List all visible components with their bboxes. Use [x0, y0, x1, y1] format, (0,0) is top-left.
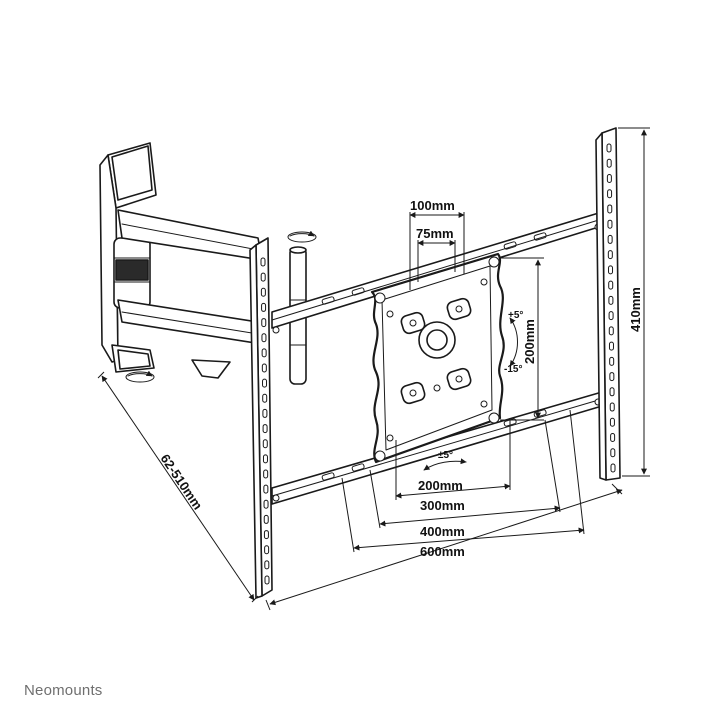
- bracket-slot: [610, 448, 616, 458]
- bracket-slot: [260, 287, 266, 297]
- label-tilt-down: -15°: [504, 364, 522, 375]
- label-vesa-75: 75mm: [416, 226, 454, 241]
- bracket-slot: [261, 302, 267, 312]
- label-width-300: 300mm: [420, 498, 465, 513]
- bracket-slot: [609, 387, 615, 397]
- bracket-slot: [606, 143, 612, 153]
- bracket-slot: [606, 173, 612, 183]
- bracket-slot: [610, 433, 616, 443]
- label-depth-range: 62-510mm: [158, 451, 206, 512]
- bracket-slot: [607, 250, 613, 260]
- bracket-slot: [262, 424, 268, 434]
- bracket-slot: [609, 356, 615, 366]
- bracket-slot: [263, 514, 269, 524]
- bracket-slot: [261, 333, 267, 343]
- dimension-lines: [97, 127, 650, 611]
- label-vesa-200-horizontal: 200mm: [418, 478, 463, 493]
- bracket-slot: [263, 499, 269, 509]
- label-vesa-200-vertical: 200mm: [522, 319, 537, 364]
- bracket-slot: [262, 439, 268, 449]
- bracket-slot: [609, 402, 615, 412]
- label-vesa-100: 100mm: [410, 198, 455, 213]
- label-width-600: 600mm: [420, 544, 465, 559]
- bracket-slot: [263, 530, 269, 540]
- bracket-slot: [264, 545, 270, 555]
- label-width-400: 400mm: [420, 524, 465, 539]
- bracket-slot: [264, 560, 270, 570]
- bracket-slot: [262, 454, 268, 464]
- wall-joint: [113, 237, 151, 309]
- bracket-slot: [607, 219, 613, 229]
- bracket-slot: [263, 484, 269, 494]
- brand-logo: Neomounts: [24, 682, 103, 699]
- bracket-slot: [260, 272, 266, 282]
- bracket-slot: [607, 234, 613, 244]
- bracket-slot: [263, 469, 269, 479]
- left-vertical-bracket: [249, 237, 273, 599]
- bracket-slot: [606, 158, 612, 168]
- bracket-slot: [608, 265, 614, 275]
- bracket-slot: [261, 318, 267, 328]
- bracket-slot: [608, 295, 614, 305]
- bracket-slot: [262, 393, 268, 403]
- bracket-slot: [610, 463, 616, 473]
- label-height-410: 410mm: [628, 287, 643, 332]
- bracket-slot: [261, 348, 267, 358]
- label-swivel: ±5°: [438, 450, 453, 461]
- label-tilt-up: +5°: [508, 310, 523, 321]
- bracket-slot: [607, 189, 613, 199]
- bracket-slot: [608, 280, 614, 290]
- bracket-slot: [260, 257, 266, 267]
- bracket-slot: [607, 204, 613, 214]
- bracket-slot: [609, 372, 615, 382]
- bracket-slot: [609, 417, 615, 427]
- bracket-slot: [608, 341, 614, 351]
- bracket-slot: [262, 408, 268, 418]
- bracket-slot: [261, 363, 267, 373]
- bracket-slot: [264, 575, 270, 585]
- bracket-slot: [262, 378, 268, 388]
- right-vertical-bracket: [595, 127, 621, 481]
- bracket-slot: [608, 311, 614, 321]
- wall-plate: [99, 142, 157, 373]
- bracket-slot: [608, 326, 614, 336]
- vesa-plate: [370, 252, 518, 471]
